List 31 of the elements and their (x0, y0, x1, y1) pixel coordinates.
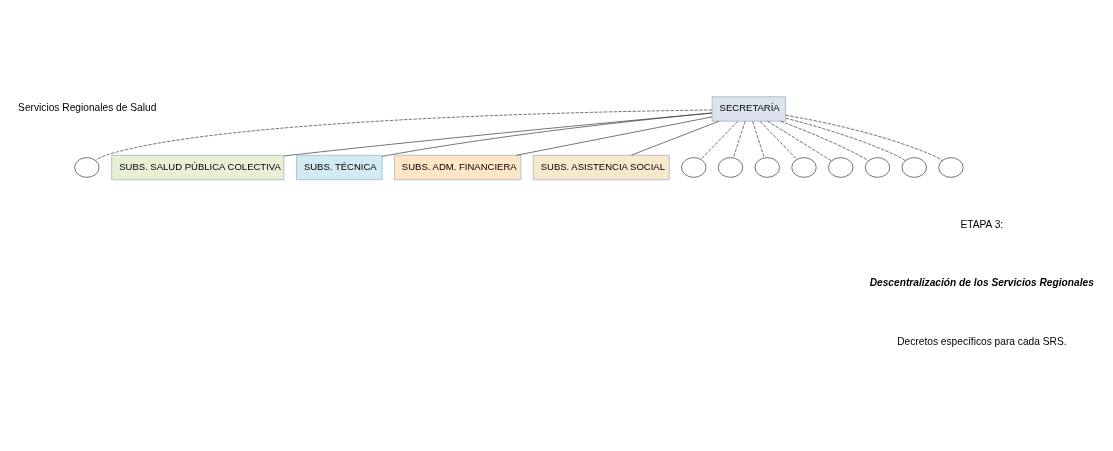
connector (700, 120, 738, 160)
label: Descentralización de los Servicios Regionales (869, 276, 1094, 288)
label: Servicios Regionales de Salud (18, 101, 157, 113)
connector (381, 112, 713, 157)
node-circle (938, 156, 964, 178)
connector (752, 120, 765, 158)
node-box: SUBS. ADM. FINANCIERA (394, 154, 522, 180)
node-circle (828, 156, 854, 178)
node-circle (717, 156, 744, 178)
node-circle (754, 156, 780, 178)
connector (516, 116, 713, 156)
node-box: SUBS. SALUD PÚBLICA COLECTIVA (111, 154, 285, 180)
connector (630, 120, 720, 155)
connector (733, 120, 746, 158)
label: Decretos específicos para cada SRS. (897, 335, 1067, 347)
node-box: SUBS. ASISTENCIA SOCIAL (532, 154, 670, 180)
node-circle (74, 156, 100, 178)
node-circle (791, 156, 817, 178)
connector (283, 112, 713, 156)
connector (785, 114, 943, 161)
node-circle (901, 156, 927, 178)
connector (767, 120, 832, 161)
label: ETAPA 3: (960, 218, 1004, 230)
node-box: SECRETARÍA (711, 95, 786, 122)
connector (95, 109, 713, 161)
connector (785, 117, 906, 161)
node-circle (681, 156, 707, 178)
connector (780, 120, 869, 161)
connector (759, 120, 798, 160)
node-circle (864, 156, 891, 178)
node-box: SUBS. TÉCNICA (296, 154, 383, 180)
